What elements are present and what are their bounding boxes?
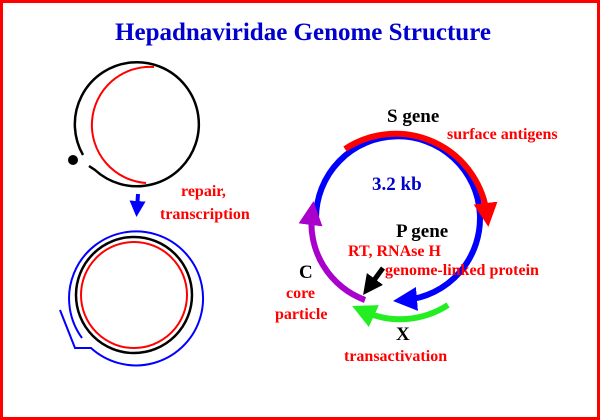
rt-rnase-label: RT, RNAse H (348, 243, 441, 260)
repair-arrow (129, 193, 146, 217)
s-gene-arc (343, 130, 498, 227)
core-label: core (286, 285, 316, 302)
x-gene-arc (352, 302, 450, 327)
c-gene-label: C (299, 262, 313, 283)
s-gene-label: S gene (387, 106, 440, 127)
genome-size-label: 3.2 kb (372, 174, 422, 195)
genome-linked-label: genome-linked protein (385, 262, 539, 279)
x-gene-label: X (396, 324, 410, 345)
genome-map (298, 130, 498, 327)
surface-antigens-label: surface antigens (447, 126, 558, 143)
repair-label: repair, (181, 183, 226, 200)
genome-linked-arrow (363, 266, 386, 296)
linked-protein-dot (68, 155, 78, 165)
diagram-graphics (59, 60, 498, 367)
transactivation-label: transactivation (344, 348, 448, 365)
diagram-title: Hepadnaviridae Genome Structure (115, 19, 491, 46)
rc-dna (68, 60, 201, 188)
particle-label: particle (275, 306, 328, 323)
p-gene-label: P gene (396, 221, 449, 242)
c-gene-arc (298, 201, 367, 303)
transcription-label: transcription (160, 206, 250, 223)
ccc-dna (59, 230, 205, 367)
